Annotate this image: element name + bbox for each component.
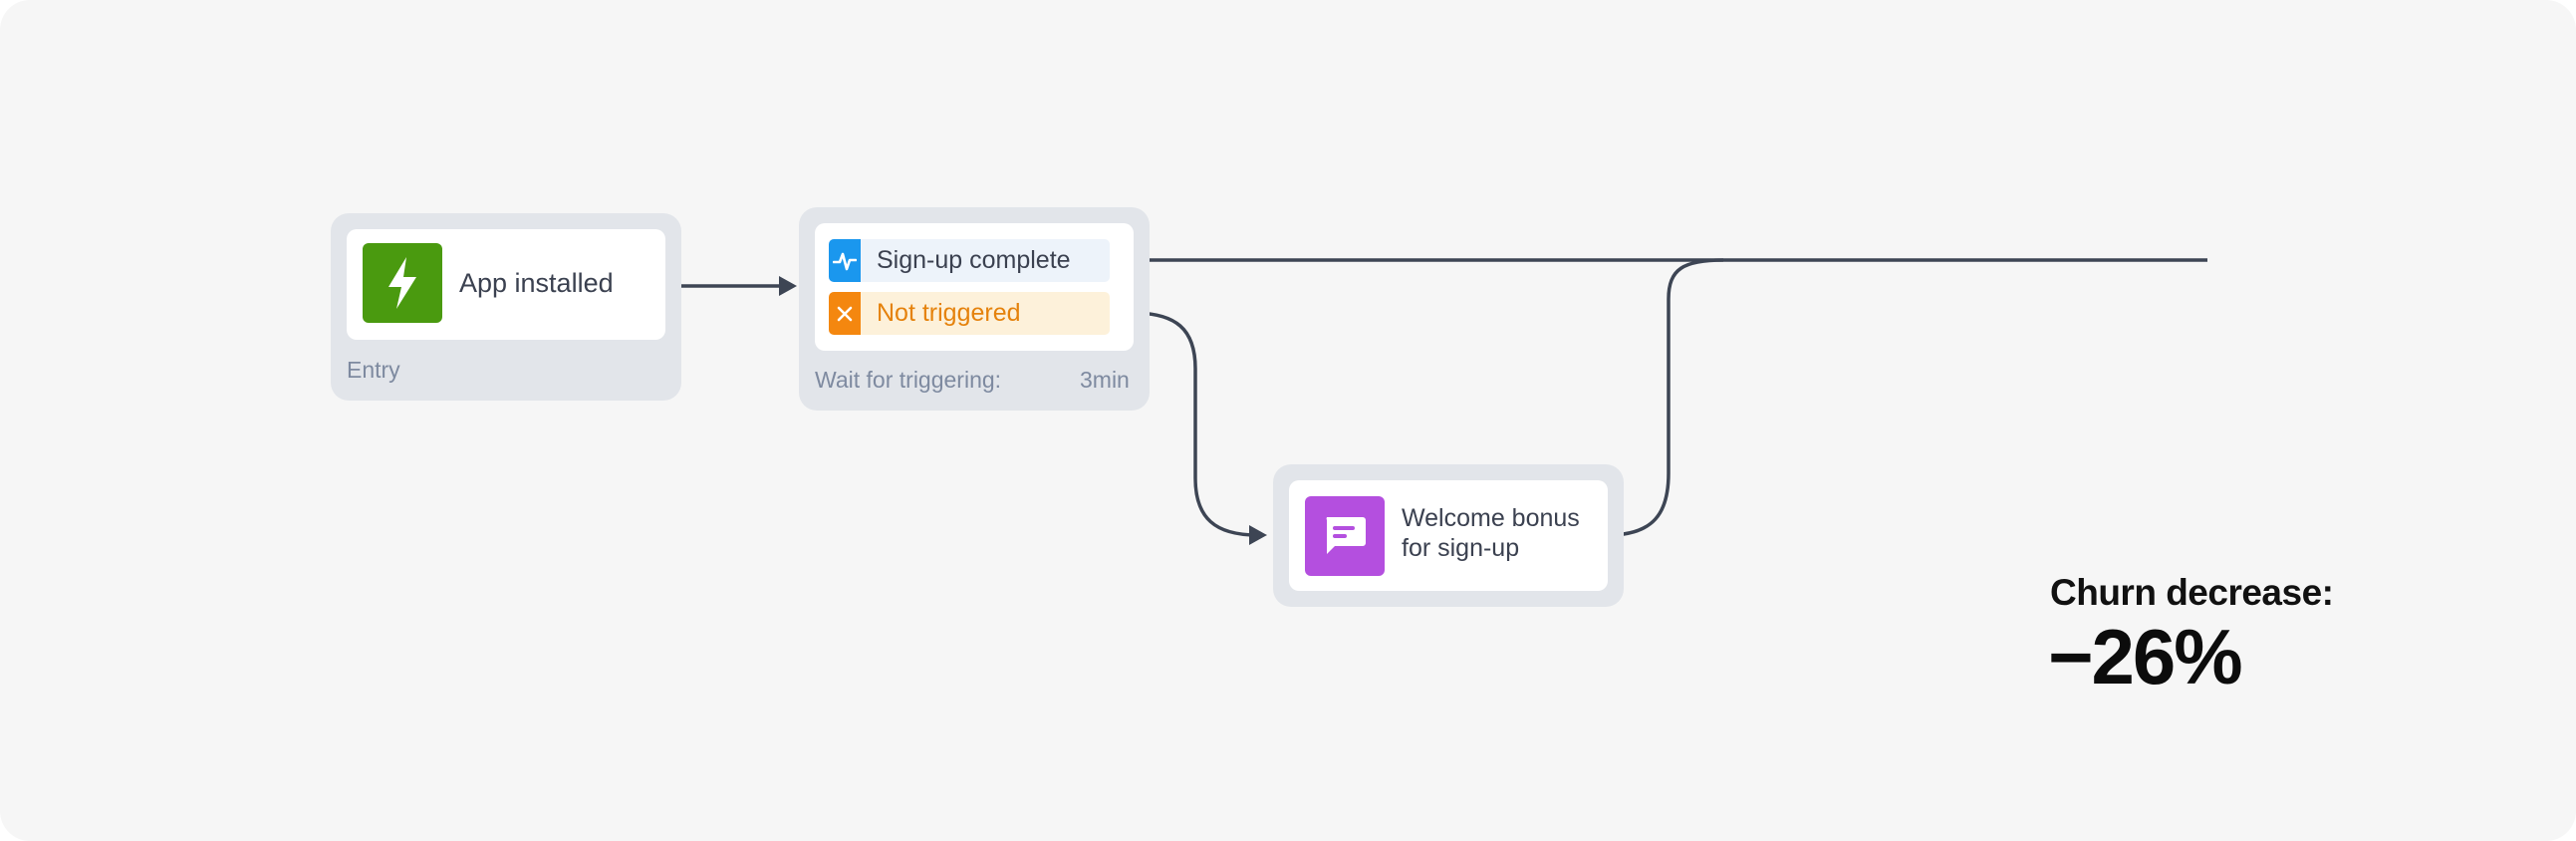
churn-label: Churn decrease: bbox=[2050, 572, 2334, 613]
wait-card: Sign-up complete Not triggered bbox=[815, 223, 1134, 351]
message-card[interactable]: Welcome bonus for sign-up bbox=[1289, 480, 1608, 591]
close-icon bbox=[829, 292, 861, 335]
activity-icon bbox=[829, 239, 861, 282]
entry-node[interactable]: App installed Entry bbox=[331, 213, 681, 401]
branch-label: Not triggered bbox=[877, 299, 1021, 327]
entry-caption: Entry bbox=[347, 357, 400, 383]
branch-label: Sign-up complete bbox=[877, 246, 1071, 274]
connector-message-to-mainline bbox=[1607, 258, 1724, 537]
lightning-icon bbox=[363, 243, 442, 323]
branch-signup-complete[interactable]: Sign-up complete bbox=[829, 239, 1110, 282]
churn-value: −26% bbox=[2048, 613, 2243, 701]
connector-not-triggered-to-message bbox=[1133, 311, 1258, 537]
wait-duration: 3min bbox=[1080, 367, 1130, 393]
connector-arrowhead bbox=[779, 276, 797, 296]
wait-node[interactable]: Sign-up complete Not triggered Wait for … bbox=[799, 207, 1150, 411]
branch-not-triggered[interactable]: Not triggered bbox=[829, 292, 1110, 335]
entry-card[interactable]: App installed bbox=[347, 229, 665, 340]
wait-caption: Wait for triggering: bbox=[815, 367, 1002, 393]
chat-message-icon bbox=[1305, 496, 1385, 576]
message-title-line1: Welcome bonus bbox=[1402, 504, 1580, 532]
entry-title: App installed bbox=[459, 268, 614, 298]
message-node[interactable]: Welcome bonus for sign-up bbox=[1273, 464, 1624, 607]
message-title-line2: for sign-up bbox=[1402, 534, 1520, 562]
lightning-icon-glyph bbox=[388, 257, 416, 309]
connector-arrowhead bbox=[1249, 525, 1267, 545]
